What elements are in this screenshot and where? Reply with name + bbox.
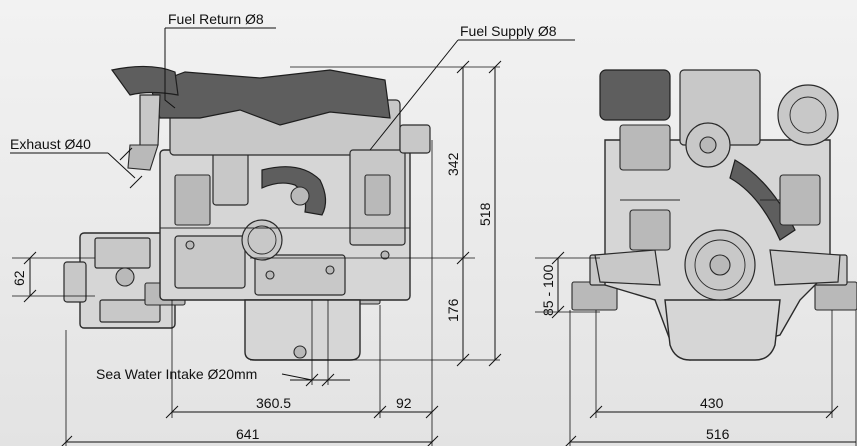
side-view-dimension-lines bbox=[10, 27, 575, 446]
dim-85-100-label: 85 - 100 bbox=[540, 264, 556, 316]
dim-518-label: 518 bbox=[477, 202, 493, 226]
dim-360-5-label: 360.5 bbox=[256, 395, 291, 411]
fuel-supply-label: Fuel Supply Ø8 bbox=[460, 23, 557, 39]
engine-front-view bbox=[571, 69, 857, 361]
dim-176-label: 176 bbox=[445, 298, 461, 322]
dim-641-label: 641 bbox=[236, 426, 260, 442]
dim-342-label: 342 bbox=[445, 152, 461, 176]
dim-92-label: 92 bbox=[396, 395, 412, 411]
sea-water-intake-label: Sea Water Intake Ø20mm bbox=[96, 366, 257, 382]
dim-430-label: 430 bbox=[700, 395, 724, 411]
front-view-dimension-lines bbox=[535, 251, 857, 446]
dim-516-label: 516 bbox=[706, 426, 730, 442]
fuel-return-label: Fuel Return Ø8 bbox=[168, 11, 264, 27]
engine-side-view bbox=[63, 65, 431, 361]
dim-62-label: 62 bbox=[11, 270, 27, 286]
exhaust-label: Exhaust Ø40 bbox=[10, 136, 91, 152]
